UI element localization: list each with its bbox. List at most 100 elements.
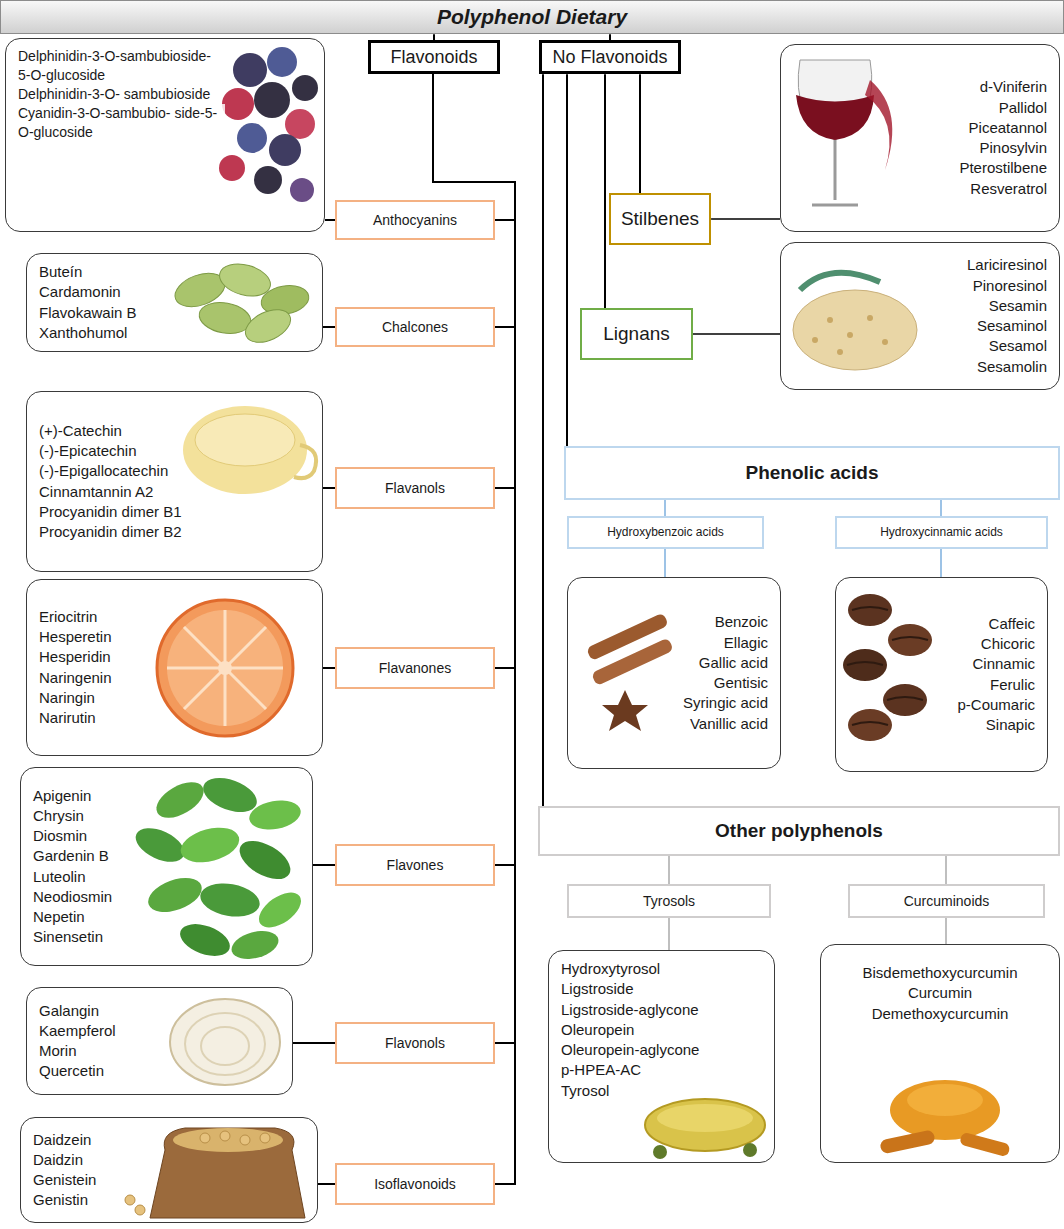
title-banner: Polyphenol Dietary bbox=[0, 0, 1064, 34]
compound-list: d-ViniferinPallidolPiceatannolPinosylvin… bbox=[780, 44, 1060, 232]
tea bbox=[183, 406, 307, 494]
turmeric-powder bbox=[907, 1084, 983, 1116]
class-label: Flavonols bbox=[385, 1034, 445, 1053]
soybean-picture bbox=[125, 1128, 305, 1218]
subclass-box: Hydroxybenzoic acids bbox=[567, 516, 764, 549]
connector-line bbox=[566, 74, 568, 446]
subclass-box: Flavones bbox=[335, 844, 495, 886]
compound-name: Sinensetin bbox=[31, 927, 105, 947]
oil bbox=[657, 1104, 753, 1132]
olive-oil-picture bbox=[645, 1099, 765, 1159]
class-label: Curcuminoids bbox=[904, 892, 990, 911]
connector-line bbox=[323, 667, 335, 669]
subclass-box: Anthocyanins bbox=[335, 200, 495, 240]
class-label: No Flavonoids bbox=[552, 45, 667, 69]
sack bbox=[150, 1128, 305, 1218]
subclass-box: Tyrosols bbox=[567, 884, 771, 918]
connector-line bbox=[604, 74, 606, 308]
connector-line bbox=[325, 219, 335, 221]
compound-name: Syringic acid bbox=[681, 693, 770, 713]
grapefruit-flesh bbox=[167, 610, 283, 726]
compound-name: (-)-Epigallocatechin bbox=[37, 461, 170, 481]
compound-list: BisdemethoxycurcuminCurcuminDemethoxycur… bbox=[820, 944, 1060, 1163]
compound-name: Ferulic bbox=[988, 675, 1037, 695]
connector-line bbox=[318, 1183, 335, 1185]
connector-line bbox=[668, 856, 670, 884]
class-box: Other polyphenols bbox=[538, 806, 1060, 856]
berry bbox=[254, 166, 282, 194]
class-label: Hydroxybenzoic acids bbox=[607, 524, 724, 540]
compound-name: (-)-Epicatechin bbox=[37, 441, 139, 461]
compound-name: Hesperidin bbox=[37, 647, 113, 667]
compound-name: Ligstroside-aglycone bbox=[559, 1000, 701, 1020]
class-label: Chalcones bbox=[382, 318, 448, 337]
class-box: Stilbenes bbox=[609, 193, 711, 245]
compound-name: Galangin bbox=[37, 1001, 101, 1021]
connector-line bbox=[323, 326, 335, 328]
seed bbox=[827, 317, 833, 323]
berry bbox=[267, 47, 297, 77]
berry bbox=[290, 178, 314, 202]
seed bbox=[847, 332, 853, 338]
beans bbox=[173, 1128, 283, 1152]
compound-name: Chicoric bbox=[979, 634, 1037, 654]
compound-name: Naringenin bbox=[37, 668, 114, 688]
leaf bbox=[198, 879, 263, 921]
compound-name: Gardenin B bbox=[31, 846, 111, 866]
berry bbox=[254, 82, 290, 118]
glass-stem bbox=[812, 140, 858, 205]
compound-name: Caffeic bbox=[987, 614, 1037, 634]
compound-list: BenzoicEllagicGallic acidGentisicSyringi… bbox=[567, 577, 781, 769]
olive bbox=[743, 1143, 757, 1157]
wine bbox=[796, 95, 874, 140]
compound-list: ButeínCardamoninFlavokawain BXanthohumol bbox=[26, 253, 323, 352]
leaf bbox=[253, 886, 307, 935]
connector-line bbox=[433, 74, 515, 668]
compound-name: Neodiosmin bbox=[31, 887, 114, 907]
compound-name: Cinnamtannin A2 bbox=[37, 482, 155, 502]
compound-name: Sinapic bbox=[984, 715, 1037, 735]
leaf bbox=[176, 918, 234, 962]
compound-name: Delphinidin-3-O-sambubioside- 5-O-glucos… bbox=[16, 47, 225, 85]
leaf bbox=[233, 833, 296, 887]
berry bbox=[222, 88, 254, 120]
compound-list: Delphinidin-3-O-sambubioside- 5-O-glucos… bbox=[5, 38, 325, 232]
leaf bbox=[247, 797, 303, 834]
herbs-picture bbox=[131, 771, 308, 963]
subclass-box: Curcuminoids bbox=[848, 884, 1045, 918]
class-label: Stilbenes bbox=[621, 206, 699, 232]
compound-name: Procyanidin dimer B2 bbox=[37, 522, 184, 542]
compound-name: Curcumin bbox=[906, 983, 974, 1003]
compound-list: LariciresinolPinoresinolSesaminSesaminol… bbox=[780, 242, 1060, 390]
leaf bbox=[131, 821, 190, 868]
pod bbox=[240, 303, 295, 349]
compound-name: Sesamolin bbox=[975, 357, 1049, 377]
olive bbox=[653, 1145, 667, 1159]
subclass-box: Flavonols bbox=[335, 1022, 495, 1064]
connector-line bbox=[433, 74, 515, 1184]
compound-name: Pterostilbene bbox=[957, 158, 1049, 178]
compound-name: Lariciresinol bbox=[965, 255, 1049, 275]
wine-splash bbox=[865, 80, 892, 170]
compound-name: p-Coumaric bbox=[955, 695, 1037, 715]
class-label: Flavonoids bbox=[390, 45, 477, 69]
class-label: Hydroxycinnamic acids bbox=[880, 524, 1003, 540]
compound-name: Hydroxytyrosol bbox=[559, 959, 662, 979]
class-box: No Flavonoids bbox=[539, 40, 680, 74]
turmeric-powder bbox=[890, 1080, 1000, 1140]
compound-name: Nepetin bbox=[31, 907, 87, 927]
bean-crease bbox=[847, 607, 928, 725]
seed bbox=[812, 337, 818, 343]
connector-line bbox=[945, 918, 947, 944]
compound-list: DaidzeinDaidzinGenisteinGenistin bbox=[20, 1117, 318, 1223]
connector-line bbox=[323, 487, 335, 489]
class-label: Flavanones bbox=[379, 659, 451, 678]
grapefruit bbox=[157, 600, 293, 736]
connector-line bbox=[940, 500, 942, 516]
leaf bbox=[177, 822, 243, 868]
berry bbox=[292, 75, 318, 101]
berry bbox=[233, 53, 267, 87]
compound-list: ApigeninChrysinDiosminGardenin BLuteolin… bbox=[20, 767, 313, 966]
